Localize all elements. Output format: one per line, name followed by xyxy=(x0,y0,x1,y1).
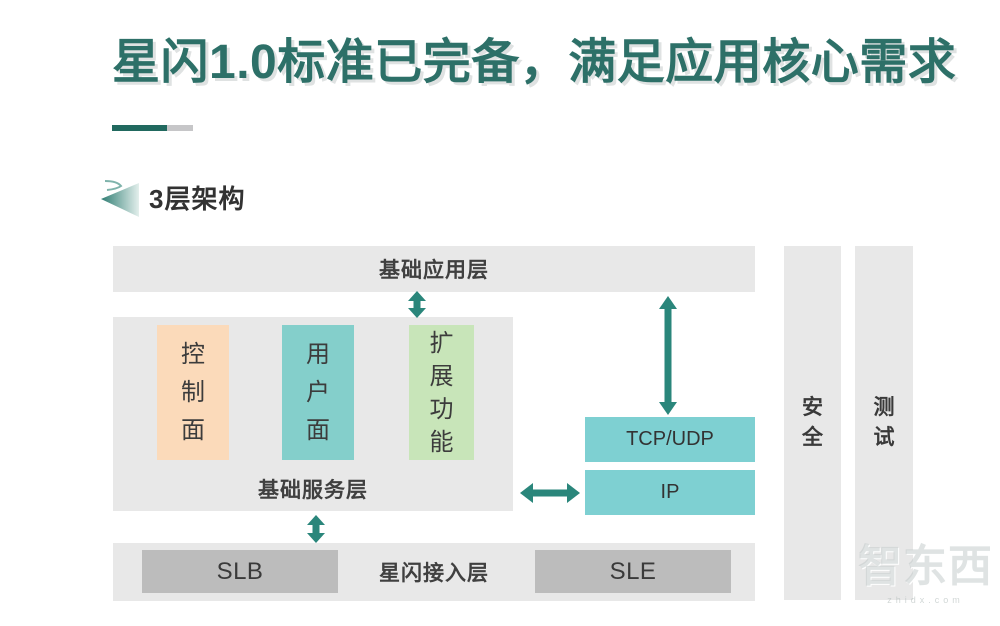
module-user-plane-label: 用户面 xyxy=(306,340,330,444)
slb-box: SLB xyxy=(142,550,338,593)
underline-gray-segment xyxy=(167,125,193,131)
arrow-service-to-ip-icon xyxy=(520,483,580,503)
arrow-app-to-tcp-icon xyxy=(659,296,677,415)
underline-teal-segment xyxy=(112,125,167,131)
arrow-service-to-access-icon xyxy=(307,515,325,543)
test-label: 测试 xyxy=(873,396,895,449)
app-layer-bar: 基础应用层 xyxy=(113,246,755,292)
module-extended-functions-label: 扩展功能 xyxy=(429,329,454,456)
module-user-plane: 用户面 xyxy=(282,325,354,460)
module-control-plane: 控制面 xyxy=(157,325,229,460)
sle-box: SLE xyxy=(535,550,731,593)
service-layer-label: 基础服务层 xyxy=(258,479,368,502)
service-layer-box: 控制面 用户面 扩展功能 基础服务层 xyxy=(113,317,513,511)
section-heading: 3层架构 xyxy=(95,175,245,219)
page-title: 星闪1.0标准已完备，满足应用核心需求 xyxy=(112,36,957,89)
ip-label: IP xyxy=(660,481,680,503)
app-layer-label: 基础应用层 xyxy=(379,259,489,282)
module-control-plane-label: 控制面 xyxy=(181,340,205,444)
security-label: 安全 xyxy=(801,396,823,449)
ip-box: IP xyxy=(585,470,755,515)
access-layer-bar: SLB 星闪接入层 SLE xyxy=(113,543,755,601)
module-extended-functions: 扩展功能 xyxy=(409,325,474,460)
test-bar: 测试 xyxy=(855,246,913,600)
access-layer-label: 星闪接入层 xyxy=(379,562,489,585)
title-underline xyxy=(112,125,193,131)
triangle-bullet-icon xyxy=(101,180,139,217)
section-title: 3层架构 xyxy=(149,183,246,214)
security-bar: 安全 xyxy=(784,246,841,600)
arrow-app-to-service-icon xyxy=(408,291,426,318)
tcp-udp-label: TCP/UDP xyxy=(626,428,714,450)
tcp-udp-box: TCP/UDP xyxy=(585,417,755,462)
